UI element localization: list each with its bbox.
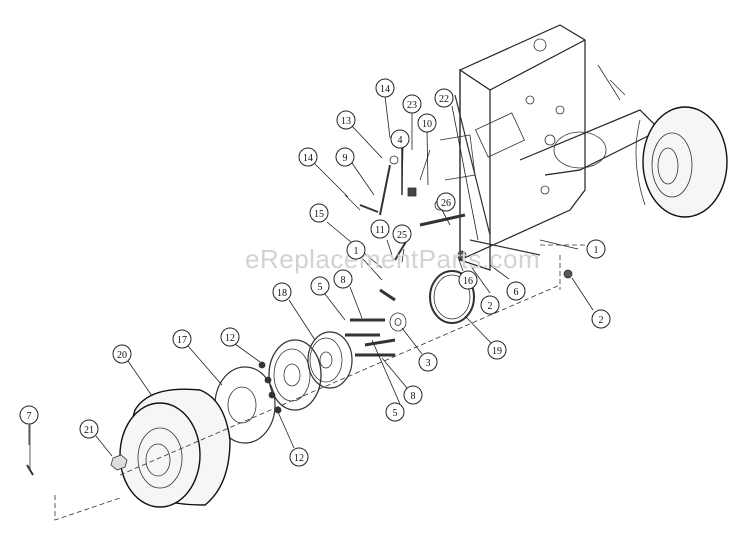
svg-text:13: 13: [341, 116, 351, 127]
svg-text:7: 7: [27, 411, 32, 422]
callout-8-bottom: 8: [403, 385, 423, 405]
bolt: [26, 420, 34, 476]
callout-25: 25: [392, 224, 412, 244]
right-rear-tire: [635, 106, 728, 218]
svg-text:3: 3: [426, 358, 431, 369]
svg-text:10: 10: [422, 119, 432, 130]
wheel-hub: [307, 331, 353, 389]
chassis-frame: [439, 24, 662, 290]
svg-text:14: 14: [303, 153, 313, 164]
callout-8-top: 8: [333, 269, 353, 289]
svg-text:12: 12: [294, 453, 304, 464]
svg-text:19: 19: [492, 346, 502, 357]
callout-12-top: 12: [220, 327, 240, 347]
callout-5-bottom: 5: [385, 402, 405, 422]
callout-15: 15: [309, 203, 329, 223]
svg-text:1: 1: [594, 245, 599, 256]
watermark-text: eReplacementParts.com: [245, 244, 540, 274]
callout-17: 17: [172, 329, 192, 349]
callout-1-left: 1: [346, 240, 366, 260]
svg-text:16: 16: [463, 276, 473, 287]
callout-20: 20: [112, 344, 132, 364]
callout-9: 9: [335, 147, 355, 167]
callout-1-right: 1: [586, 239, 606, 259]
callout-19: 19: [487, 340, 507, 360]
callout-21: 21: [79, 419, 99, 439]
svg-text:18: 18: [277, 288, 287, 299]
left-tire: [119, 388, 231, 508]
svg-text:5: 5: [393, 408, 398, 419]
callout-12-bottom: 12: [289, 447, 309, 467]
small-hardware: [258, 250, 573, 414]
callout-13: 13: [336, 110, 356, 130]
callout-7: 7: [19, 405, 39, 425]
axle-centerline: [54, 284, 561, 521]
svg-text:17: 17: [177, 335, 187, 346]
svg-text:4: 4: [398, 135, 403, 146]
callout-10: 10: [417, 113, 437, 133]
callout-6: 6: [506, 281, 526, 301]
callout-5-top: 5: [310, 276, 330, 296]
callout-18: 18: [272, 282, 292, 302]
callout-16: 16: [458, 270, 478, 290]
callout-23: 23: [402, 94, 422, 114]
svg-text:14: 14: [380, 84, 390, 95]
callout-26: 26: [436, 192, 456, 212]
svg-text:20: 20: [117, 350, 127, 361]
svg-text:1: 1: [354, 246, 359, 257]
svg-text:11: 11: [375, 225, 385, 236]
callout-14-left: 14: [298, 147, 318, 167]
lug-nut: [110, 454, 128, 471]
svg-text:8: 8: [411, 391, 416, 402]
svg-text:22: 22: [439, 94, 449, 105]
callout-14-top: 14: [375, 78, 395, 98]
svg-text:21: 21: [84, 425, 94, 436]
svg-text:8: 8: [341, 275, 346, 286]
svg-text:5: 5: [318, 282, 323, 293]
svg-text:25: 25: [397, 230, 407, 241]
svg-text:12: 12: [225, 333, 235, 344]
leader-lines: [28, 95, 594, 457]
svg-text:2: 2: [599, 315, 604, 326]
svg-text:23: 23: [407, 100, 417, 111]
svg-text:2: 2: [488, 301, 493, 312]
callout-4: 4: [390, 129, 410, 149]
svg-text:26: 26: [441, 198, 451, 209]
callout-2-center: 2: [480, 295, 500, 315]
brake-band: [429, 270, 475, 324]
svg-text:15: 15: [314, 209, 324, 220]
callout-2-right: 2: [591, 309, 611, 329]
callout-3: 3: [418, 352, 438, 372]
brake-drum: [268, 339, 322, 411]
callout-22: 22: [434, 88, 454, 108]
callout-11: 11: [370, 219, 390, 239]
svg-text:9: 9: [343, 153, 348, 164]
svg-text:6: 6: [514, 287, 519, 298]
washer: [389, 312, 407, 332]
